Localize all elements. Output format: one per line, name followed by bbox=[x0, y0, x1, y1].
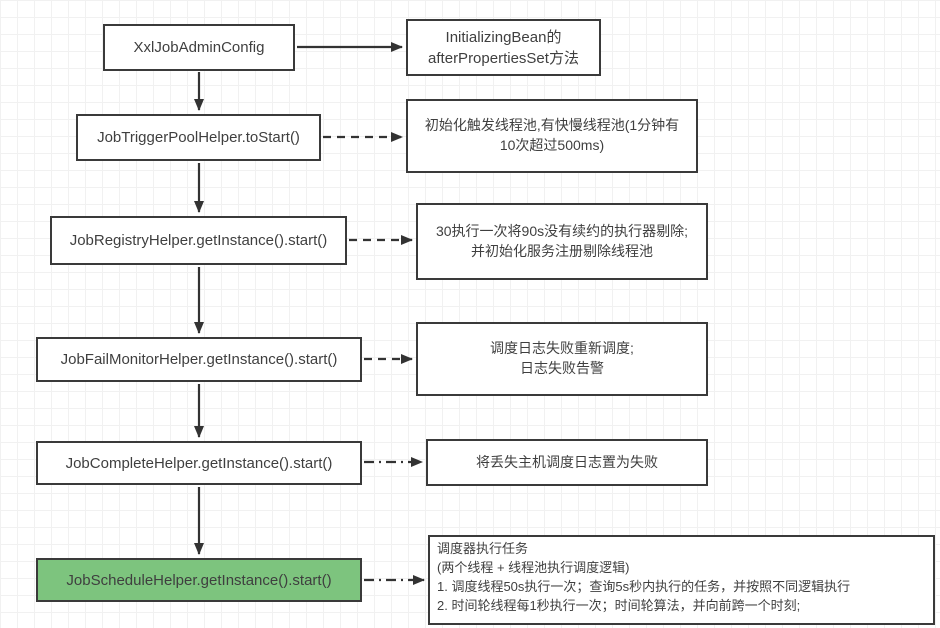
note-text: 调度日志失败重新调度; 日志失败告警 bbox=[490, 340, 634, 376]
note-schedule[interactable]: 调度器执行任务 (两个线程 + 线程池执行调度逻辑) 1. 调度线程50s执行一… bbox=[428, 535, 935, 625]
node-label: JobCompleteHelper.getInstance().start() bbox=[65, 454, 333, 472]
note-failmonitor[interactable]: 调度日志失败重新调度; 日志失败告警 bbox=[416, 322, 708, 396]
flow-node-xxljobadminconfig[interactable]: XxlJobAdminConfig bbox=[103, 24, 295, 71]
node-label: JobTriggerPoolHelper.toStart() bbox=[97, 129, 300, 146]
flow-node-jobcompletehelper[interactable]: JobCompleteHelper.getInstance().start() bbox=[36, 441, 362, 485]
note-text: 初始化触发线程池,有快慢线程池(1分钟有 10次超过500ms) bbox=[424, 117, 680, 153]
note-adminconfig[interactable]: InitializingBean的 afterPropertiesSet方法 bbox=[406, 19, 601, 76]
flow-node-jobschedulehelper[interactable]: JobScheduleHelper.getInstance().start() bbox=[36, 558, 362, 602]
note-triggerpool[interactable]: 初始化触发线程池,有快慢线程池(1分钟有 10次超过500ms) bbox=[406, 99, 698, 173]
flow-node-jobfailmonitorhelper[interactable]: JobFailMonitorHelper.getInstance().start… bbox=[36, 337, 362, 382]
node-label: JobFailMonitorHelper.getInstance().start… bbox=[60, 351, 338, 368]
note-registry[interactable]: 30执行一次将90s没有续约的执行器剔除; 并初始化服务注册剔除线程池 bbox=[416, 203, 708, 280]
note-complete[interactable]: 将丢失主机调度日志置为失败 bbox=[426, 439, 708, 486]
note-text: InitializingBean的 afterPropertiesSet方法 bbox=[428, 28, 579, 67]
node-label: XxlJobAdminConfig bbox=[133, 39, 265, 56]
note-text: 调度器执行任务 (两个线程 + 线程池执行调度逻辑) 1. 调度线程50s执行一… bbox=[437, 541, 851, 613]
note-text: 30执行一次将90s没有续约的执行器剔除; 并初始化服务注册剔除线程池 bbox=[435, 222, 689, 259]
node-label: JobRegistryHelper.getInstance().start() bbox=[69, 232, 328, 249]
note-text: 将丢失主机调度日志置为失败 bbox=[476, 453, 658, 470]
flow-node-jobregistryhelper[interactable]: JobRegistryHelper.getInstance().start() bbox=[50, 216, 347, 265]
node-label: JobScheduleHelper.getInstance().start() bbox=[66, 571, 332, 589]
flow-node-jobtriggerpoolhelper[interactable]: JobTriggerPoolHelper.toStart() bbox=[76, 114, 321, 161]
